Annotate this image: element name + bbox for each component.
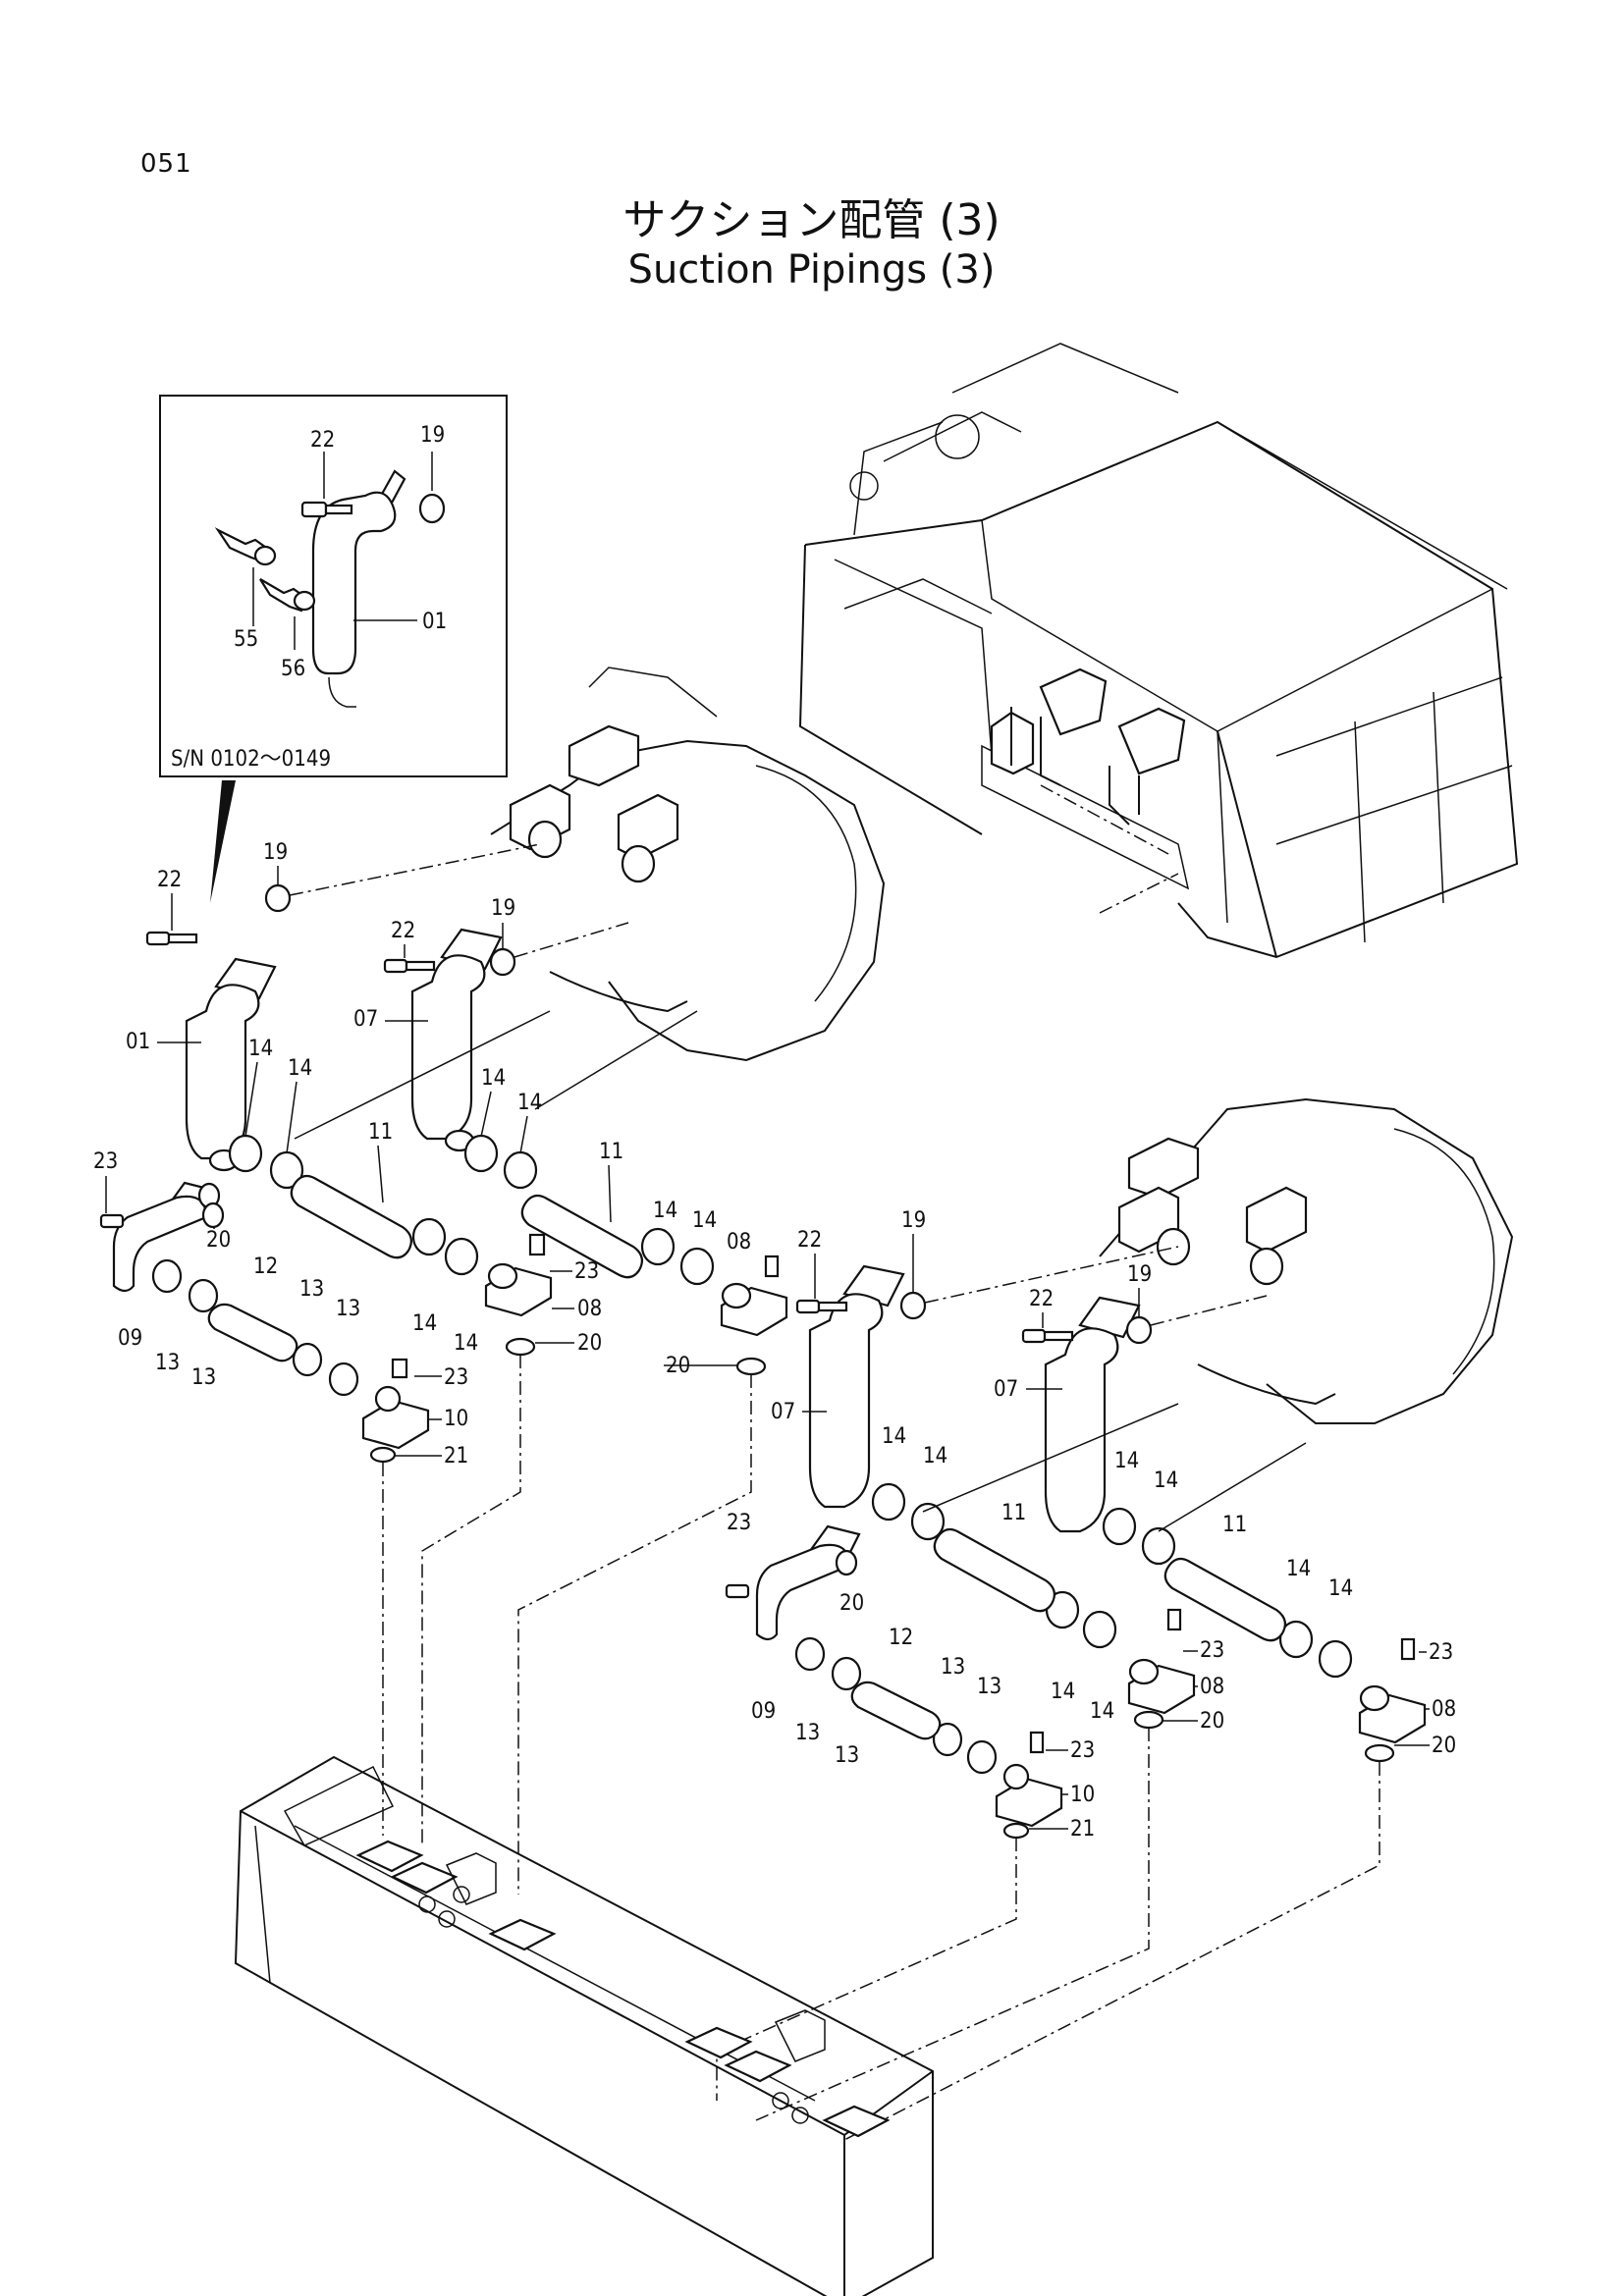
- callout-22: 22: [797, 1228, 822, 1253]
- callout-23: 23: [1429, 1640, 1453, 1665]
- callout-13: 13: [336, 1297, 360, 1321]
- title-japanese: サクション配管 (3): [622, 195, 1001, 245]
- callout-13: 13: [299, 1277, 324, 1302]
- callout-14: 14: [1286, 1557, 1311, 1581]
- callout-14: 14: [1154, 1468, 1178, 1493]
- callout-07: 07: [353, 1007, 378, 1032]
- callout-14: 14: [1114, 1449, 1139, 1473]
- inset-callouts: 22 19 01 55 56 S/N 0102～0149: [171, 423, 447, 772]
- callout-12: 12: [253, 1255, 278, 1279]
- callout-20: 20: [1432, 1734, 1456, 1758]
- callout-12: 12: [889, 1626, 913, 1650]
- callout-13: 13: [941, 1655, 965, 1680]
- callout-07: 07: [771, 1400, 795, 1424]
- inset-pointer: [210, 780, 236, 903]
- callout-08: 08: [1432, 1697, 1456, 1722]
- callout-14: 14: [1090, 1699, 1114, 1724]
- suction-manifold: [234, 1755, 934, 2296]
- callout-20: 20: [839, 1591, 864, 1616]
- callout-11: 11: [1001, 1501, 1026, 1525]
- callout-19: 19: [1127, 1262, 1152, 1287]
- page-number: 051: [140, 149, 192, 179]
- callout-11: 11: [599, 1140, 623, 1164]
- callout-23: 23: [1070, 1738, 1095, 1763]
- callout-23: 23: [574, 1259, 599, 1284]
- left-group-parts: [99, 843, 788, 1895]
- callout-10: 10: [1070, 1783, 1095, 1807]
- callout-14: 14: [692, 1208, 717, 1233]
- callout-14: 14: [1051, 1680, 1075, 1704]
- callout-20: 20: [206, 1228, 231, 1253]
- callout-23: 23: [1200, 1638, 1224, 1663]
- callout-08: 08: [1200, 1675, 1224, 1699]
- callout-14: 14: [882, 1424, 906, 1449]
- callout-19: 19: [420, 423, 445, 448]
- callout-14: 14: [653, 1199, 677, 1223]
- callout-13: 13: [795, 1721, 820, 1745]
- callout-09: 09: [751, 1699, 776, 1724]
- hydraulic-tank-body: [798, 343, 1519, 959]
- callout-19: 19: [491, 896, 515, 921]
- callout-23: 23: [727, 1511, 751, 1535]
- callout-07: 07: [994, 1377, 1018, 1402]
- callout-08: 08: [577, 1297, 602, 1321]
- leader-lines: [105, 866, 1430, 1830]
- pump-lower: [1099, 1097, 1514, 1424]
- callout-23: 23: [444, 1365, 468, 1390]
- callout-01: 01: [126, 1030, 150, 1054]
- callout-22: 22: [157, 868, 182, 892]
- right-group-callouts: 22 19 22 19 07 07 14 14 11 14 14 11 23 2…: [727, 1208, 1456, 1842]
- inset-serial-label: S/N 0102～0149: [171, 747, 331, 772]
- callout-13: 13: [835, 1743, 859, 1768]
- callout-14: 14: [248, 1037, 273, 1061]
- callout-13: 13: [977, 1675, 1001, 1699]
- callout-01: 01: [422, 610, 447, 634]
- callout-23: 23: [93, 1149, 118, 1174]
- pump-upper: [490, 667, 886, 1062]
- inset-detail: [159, 395, 508, 777]
- callout-08: 08: [727, 1230, 751, 1255]
- callout-22: 22: [391, 919, 415, 943]
- callout-55: 55: [234, 627, 258, 652]
- callout-14: 14: [1328, 1576, 1353, 1601]
- callout-14: 14: [454, 1331, 478, 1356]
- callout-19: 19: [901, 1208, 926, 1233]
- callout-10: 10: [444, 1407, 468, 1431]
- title-english: Suction Pipings (3): [627, 247, 996, 293]
- callout-19: 19: [263, 840, 288, 865]
- callout-21: 21: [1070, 1817, 1095, 1842]
- callout-20: 20: [577, 1331, 602, 1356]
- callout-13: 13: [155, 1351, 180, 1375]
- callout-09: 09: [118, 1326, 142, 1351]
- callout-20: 20: [1200, 1709, 1224, 1734]
- callout-11: 11: [368, 1120, 393, 1145]
- callout-14: 14: [481, 1066, 506, 1091]
- right-group-parts: [716, 1246, 1427, 2141]
- left-group-callouts: 22 19 22 19 01 07 14 14 14 14 11 11 23 2…: [93, 840, 751, 1468]
- callout-22: 22: [1029, 1287, 1054, 1311]
- callout-11: 11: [1222, 1513, 1247, 1537]
- callout-22: 22: [310, 428, 335, 453]
- callout-13: 13: [191, 1365, 216, 1390]
- callout-14: 14: [923, 1444, 947, 1468]
- callout-14: 14: [288, 1056, 312, 1081]
- callout-56: 56: [281, 657, 305, 681]
- callout-21: 21: [444, 1444, 468, 1468]
- callout-14: 14: [412, 1311, 437, 1336]
- callout-14: 14: [517, 1091, 542, 1115]
